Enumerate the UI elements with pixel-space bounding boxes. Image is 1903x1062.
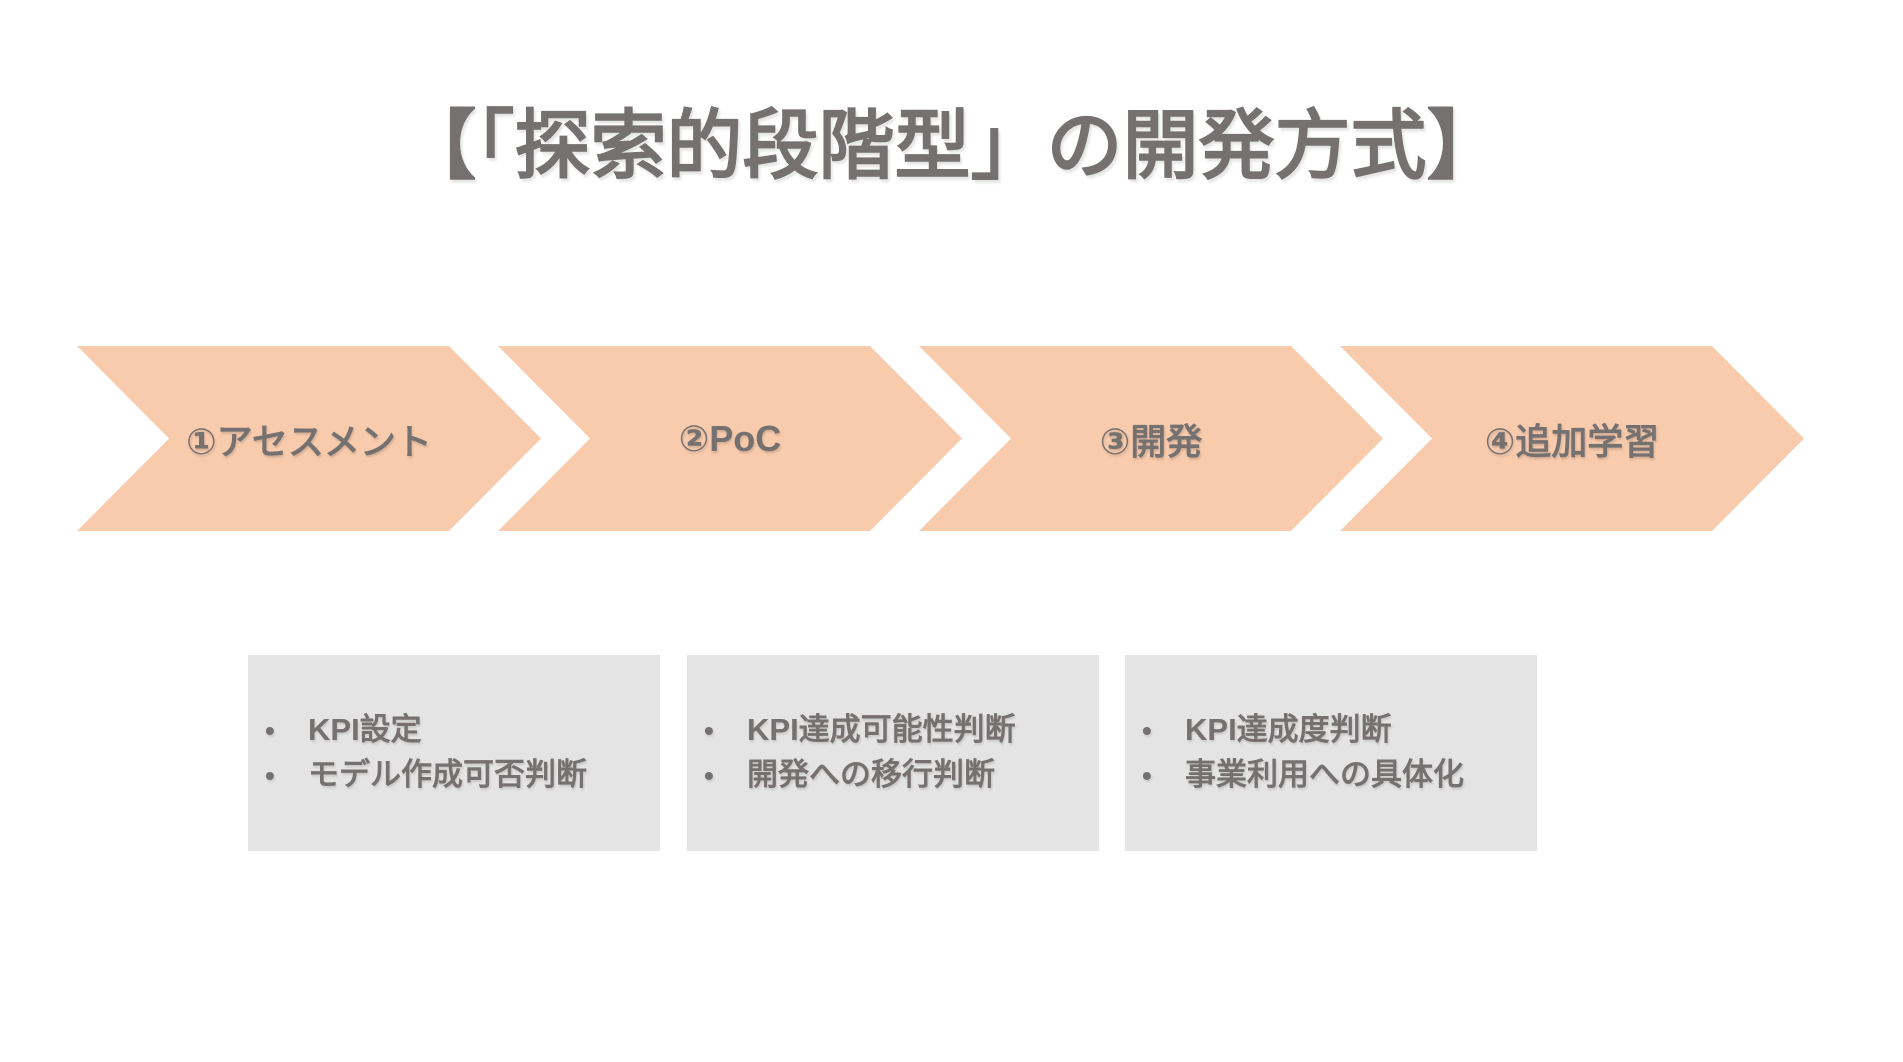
flow-step-label: ①アセスメント xyxy=(186,420,432,462)
flow-step-poc: ②PoC xyxy=(498,346,962,531)
chevron-arrow-icon xyxy=(919,346,1383,531)
detail-box-poc: • KPI達成可能性判断 • 開発への移行判断 xyxy=(687,655,1099,851)
list-item-text: 開発への移行判断 xyxy=(747,757,995,792)
flow-step-development: ③開発 xyxy=(919,346,1383,531)
bullet-icon: • xyxy=(704,760,714,791)
list-item: • 開発への移行判断 xyxy=(687,753,1099,798)
chevron-arrow-icon xyxy=(498,346,962,531)
bullet-icon: • xyxy=(265,715,275,746)
detail-box-development: • KPI達成度判断 • 事業利用への具体化 xyxy=(1125,655,1537,851)
list-item: • KPI設定 xyxy=(248,708,660,753)
list-item-text: モデル作成可否判断 xyxy=(308,757,587,792)
list-item-text: KPI設定 xyxy=(308,712,422,747)
bullet-icon: • xyxy=(1142,715,1152,746)
list-item: • モデル作成可否判断 xyxy=(248,753,660,798)
flow-step-label: ④追加学習 xyxy=(1484,420,1660,462)
chevron-shape xyxy=(77,346,541,531)
chevron-shape xyxy=(498,346,962,531)
detail-box-assessment: • KPI設定 • モデル作成可否判断 xyxy=(248,655,660,851)
flow-step-label: ②PoC xyxy=(678,417,782,459)
bullet-icon: • xyxy=(704,715,714,746)
list-item-text: KPI達成可能性判断 xyxy=(747,712,1016,747)
list-item: • KPI達成度判断 xyxy=(1125,708,1537,753)
list-item: • 事業利用への具体化 xyxy=(1125,753,1537,798)
chevron-shape xyxy=(1340,346,1804,531)
list-item: • KPI達成可能性判断 xyxy=(687,708,1099,753)
chevron-arrow-icon xyxy=(1340,346,1804,531)
page-title: 【「探索的段階型」の開発方式】 xyxy=(400,104,1503,189)
list-item-text: KPI達成度判断 xyxy=(1185,712,1392,747)
bullet-icon: • xyxy=(1142,760,1152,791)
list-item-text: 事業利用への具体化 xyxy=(1185,757,1464,792)
flow-step-assessment: ①アセスメント xyxy=(77,346,541,531)
bullet-icon: • xyxy=(265,760,275,791)
chevron-shape xyxy=(919,346,1383,531)
flow-step-label: ③開発 xyxy=(1099,420,1203,462)
flow-step-additional-learning: ④追加学習 xyxy=(1340,346,1804,531)
chevron-arrow-icon xyxy=(77,346,541,531)
